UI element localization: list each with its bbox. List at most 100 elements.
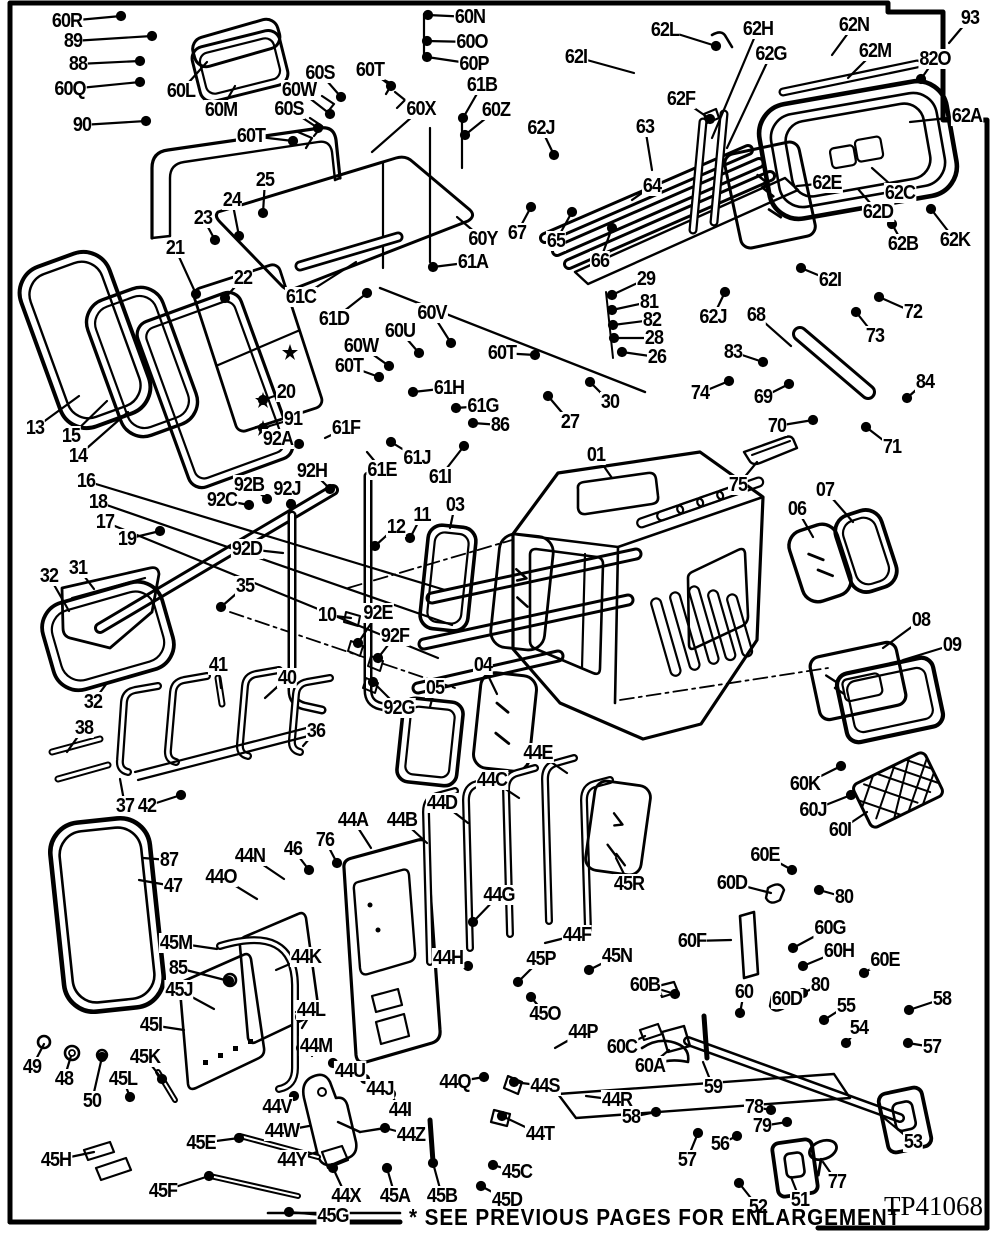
callout-74: 74 [689, 382, 710, 404]
callout-04: 04 [472, 654, 493, 676]
callout-75: 75 [727, 474, 748, 496]
callout-57: 57 [921, 1036, 942, 1058]
callout-60b: 60B [628, 974, 662, 996]
callout-54: 54 [848, 1017, 869, 1039]
cab-art [511, 450, 765, 741]
callout-62d: 62D [861, 201, 895, 223]
callout-52: 52 [747, 1196, 768, 1218]
callout-62g: 62G [754, 43, 788, 65]
callout-01: 01 [585, 444, 606, 466]
callout-60m: 60M [203, 99, 239, 121]
callout-16: 16 [75, 470, 96, 492]
callout-44d: 44D [425, 792, 459, 814]
big-seal-art [48, 815, 166, 1015]
callout-50: 50 [81, 1090, 102, 1112]
callout-25: 25 [254, 169, 275, 191]
callout-44l: 44L [295, 999, 326, 1021]
callout-08: 08 [910, 609, 931, 631]
callout-21: 21 [164, 237, 185, 259]
centerline-art [229, 539, 829, 701]
callout-72: 72 [902, 301, 923, 323]
callout-06: 06 [786, 498, 807, 520]
callout-65: 65 [545, 230, 566, 252]
callout-44u: 44U [333, 1060, 367, 1082]
callout-61e: 61E [366, 459, 398, 481]
callout-44q: 44Q [438, 1071, 472, 1093]
callout-62j: 62J [698, 306, 728, 328]
callout-10: 10 [316, 604, 337, 626]
callout-46: 46 [282, 838, 303, 860]
callout-85: 85 [167, 957, 188, 979]
mesh-guard-art [852, 751, 944, 829]
callout-76: 76 [314, 829, 335, 851]
callout-60u: 60U [383, 320, 417, 342]
callout-62i: 62I [817, 269, 843, 291]
callout-44f: 44F [561, 924, 592, 946]
callout-44g: 44G [482, 884, 516, 906]
callout-45f: 45F [147, 1180, 178, 1202]
callout-44n: 44N [233, 845, 267, 867]
callout-64: 64 [641, 175, 662, 197]
callout-58: 58 [931, 988, 952, 1010]
windshield-frame-art [688, 31, 960, 250]
window-frame-14-art [135, 290, 295, 490]
callout-77: 77 [826, 1171, 847, 1193]
callout-60d: 60D [770, 988, 804, 1010]
callout-60r: 60R [50, 10, 84, 32]
callout-84: 84 [914, 371, 935, 393]
callout-60y: 60Y [467, 228, 499, 250]
callout-55: 55 [835, 995, 856, 1017]
callout-81: 81 [638, 291, 659, 313]
callout-90: 90 [71, 114, 92, 136]
callout-60e: 60E [749, 844, 781, 866]
callout-22: 22 [232, 267, 253, 289]
callout-62a: 62A [950, 105, 984, 127]
callout-60v: 60V [416, 302, 448, 324]
callout-44c: 44C [475, 769, 509, 791]
callout-82: 82 [641, 309, 662, 331]
callout-92b: 92B [232, 474, 266, 496]
callout-32: 32 [38, 565, 59, 587]
callout-92a: 92A [261, 428, 295, 450]
callout-20: 20 [275, 381, 296, 403]
callout-45a: 45A [378, 1185, 412, 1207]
callout-62l: 62L [649, 19, 680, 41]
callout-60k: 60K [788, 773, 822, 795]
callout-45h: 45H [39, 1149, 73, 1171]
callout-60g: 60G [813, 917, 847, 939]
callout-31: 31 [67, 557, 88, 579]
callout-92d: 92D [230, 538, 264, 560]
callout-44o: 44O [204, 866, 238, 888]
callout-45m: 45M [158, 932, 194, 954]
footer-note: * SEE PREVIOUS PAGES FOR ENLARGEMENT [409, 1204, 902, 1230]
callout-60l: 60L [165, 80, 196, 102]
callout-70: 70 [766, 415, 787, 437]
callout-60o: 60O [455, 31, 489, 53]
callout-61d: 61D [317, 308, 351, 330]
callout-80: 80 [809, 974, 830, 996]
callout-60a: 60A [633, 1055, 667, 1077]
callout-61c: 61C [284, 286, 318, 308]
callout-63: 63 [634, 116, 655, 138]
door-seal-15-art [84, 285, 200, 439]
callout-82o: 82O [918, 48, 952, 70]
callout-44v: 44V [261, 1096, 293, 1118]
callout-27: 27 [559, 411, 580, 433]
callout-44w: 44W [263, 1120, 300, 1142]
callout-44j: 44J [365, 1078, 395, 1100]
callout-87: 87 [158, 849, 179, 871]
callout-60h: 60H [822, 940, 856, 962]
callout-57: 57 [676, 1149, 697, 1171]
callout-62j: 62J [526, 117, 556, 139]
callout-62c: 62C [883, 182, 917, 204]
callout-80: 80 [833, 886, 854, 908]
callout-29: 29 [635, 268, 656, 290]
callout-44h: 44H [431, 947, 465, 969]
callout-60i: 60I [827, 819, 853, 841]
callout-26: 26 [646, 346, 667, 368]
callout-61a: 61A [456, 251, 490, 273]
callout-88: 88 [67, 53, 88, 75]
callout-30: 30 [599, 391, 620, 413]
